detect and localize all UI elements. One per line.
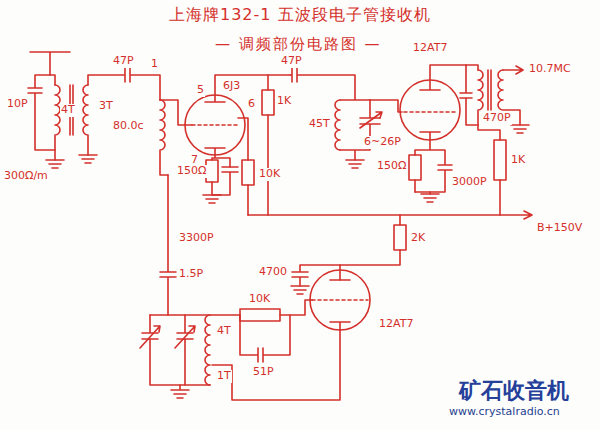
mixer-input-stroke: [415, 180, 430, 194]
oscillator-stroke: [160, 175, 176, 315]
antenna-input: [28, 52, 97, 168]
component-value: 4700: [258, 266, 288, 279]
component-value: 6~26P: [363, 136, 402, 149]
mixer-input-stroke: [404, 111, 456, 113]
power-bus-stroke: [340, 250, 400, 280]
oscillator-stroke: [240, 309, 280, 321]
mixer-input-stroke: [503, 66, 523, 74]
component-value: 3300P: [178, 232, 215, 245]
coil-turns: 1T: [216, 370, 232, 383]
antenna-input-stroke: [46, 160, 64, 168]
supply-voltage: B+150V: [536, 222, 583, 235]
mixer-input-stroke: [460, 65, 478, 125]
mixer-input: [290, 65, 529, 215]
coil-turns: 4T: [60, 104, 76, 117]
rf-amplifier-stroke: [238, 118, 248, 160]
oscillator-stroke: [312, 299, 368, 301]
power-bus-stroke: [394, 225, 406, 250]
coil-turns: 45T: [308, 118, 331, 131]
watermark: 矿石收音机: [458, 378, 570, 403]
oscillator-stroke: [212, 322, 350, 400]
oscillator-stroke: [175, 326, 195, 348]
oscillator-stroke: [142, 315, 210, 385]
component-value: 10K: [248, 293, 271, 306]
title: 上海牌132-1 五波段电子管接收机: [168, 6, 432, 24]
oscillator-stroke: [280, 300, 312, 315]
component-value: 1.5P: [178, 268, 204, 281]
rf-amplifier-stroke: [160, 100, 168, 175]
component-value: 47P: [112, 55, 135, 68]
oscillator: [140, 175, 370, 400]
mixer-input-stroke: [290, 68, 370, 100]
oscillator-stroke: [150, 314, 240, 316]
component-value: 80.0c: [112, 120, 145, 133]
antenna-input-stroke: [79, 155, 97, 163]
rf-amplifier-stroke: [88, 68, 160, 100]
mixer-input-stroke: [346, 160, 364, 168]
mixer-input-stroke: [340, 100, 380, 160]
component-value: 51P: [252, 366, 275, 379]
component-value: 150Ω: [176, 165, 207, 178]
mixer-input-stroke: [370, 100, 402, 112]
power-bus-stroke: [399, 215, 401, 225]
component-value: 300Ω/m: [3, 170, 49, 183]
power-bus-stroke: [248, 211, 532, 219]
oscillator-stroke: [140, 326, 160, 348]
antenna-input-stroke: [28, 75, 55, 150]
component-value: 47P: [280, 55, 303, 68]
mixer-input-stroke: [478, 70, 500, 140]
antenna-input-stroke: [30, 52, 70, 85]
oscillator-stroke: [240, 315, 290, 362]
rf-amplifier-stroke: [267, 75, 269, 90]
pin-number: 6: [247, 98, 256, 111]
rf-amplifier: [88, 68, 290, 215]
mixer-input-stroke: [494, 140, 506, 180]
tube-type: 12AT7: [412, 42, 448, 55]
subtitle: — 调频部份电路图 —: [214, 36, 383, 53]
rf-amplifier-stroke: [242, 160, 254, 185]
power-bus: [248, 211, 532, 280]
tube-type: 6J3: [222, 80, 241, 93]
watermark-url: www.crystalradio.cn: [448, 406, 561, 419]
antenna-input-stroke: [83, 85, 88, 155]
coil-turns: 4T: [216, 325, 232, 338]
rf-amplifier-stroke: [192, 124, 238, 126]
pin-number: 5: [196, 84, 205, 97]
mixer-input-stroke: [420, 65, 478, 90]
oscillator-stroke: [291, 286, 309, 294]
oscillator-stroke: [292, 265, 340, 286]
component-value: 1K: [276, 95, 292, 108]
component-value: 470P: [482, 112, 512, 125]
oscillator-stroke: [171, 385, 189, 398]
coil-turns: 3T: [98, 100, 114, 113]
mixer-input-stroke: [421, 194, 439, 202]
component-value: 10P: [6, 98, 29, 111]
tube-type: 12AT7: [378, 318, 414, 331]
callout-number: 1: [150, 58, 159, 71]
rf-amplifier-stroke: [247, 185, 249, 215]
mixer-input-stroke: [360, 112, 382, 128]
mixer-input-stroke: [335, 100, 340, 150]
component-value: 2K: [410, 232, 426, 245]
oscillator-stroke: [205, 315, 210, 385]
mixer-input-stroke: [511, 125, 529, 133]
rf-amplifier-stroke: [262, 90, 274, 115]
rf-amplifier-stroke: [267, 115, 269, 215]
component-value: 150Ω: [376, 160, 407, 173]
component-value: 3000P: [451, 176, 488, 189]
rf-amplifier-stroke: [212, 167, 238, 195]
mixer-input-stroke: [488, 70, 491, 110]
rf-amplifier-stroke: [203, 195, 221, 203]
antenna-input-stroke: [55, 85, 60, 160]
rf-amplifier-stroke: [206, 160, 218, 182]
signal-name: 10.7MC: [528, 63, 572, 76]
rf-amplifier-stroke: [185, 95, 245, 155]
oscillator-stroke: [330, 279, 350, 281]
component-value: 10K: [258, 168, 281, 181]
oscillator-stroke: [310, 270, 370, 330]
component-value: 1K: [510, 154, 526, 167]
mixer-input-stroke: [409, 155, 421, 180]
mixer-input-stroke: [499, 180, 501, 215]
